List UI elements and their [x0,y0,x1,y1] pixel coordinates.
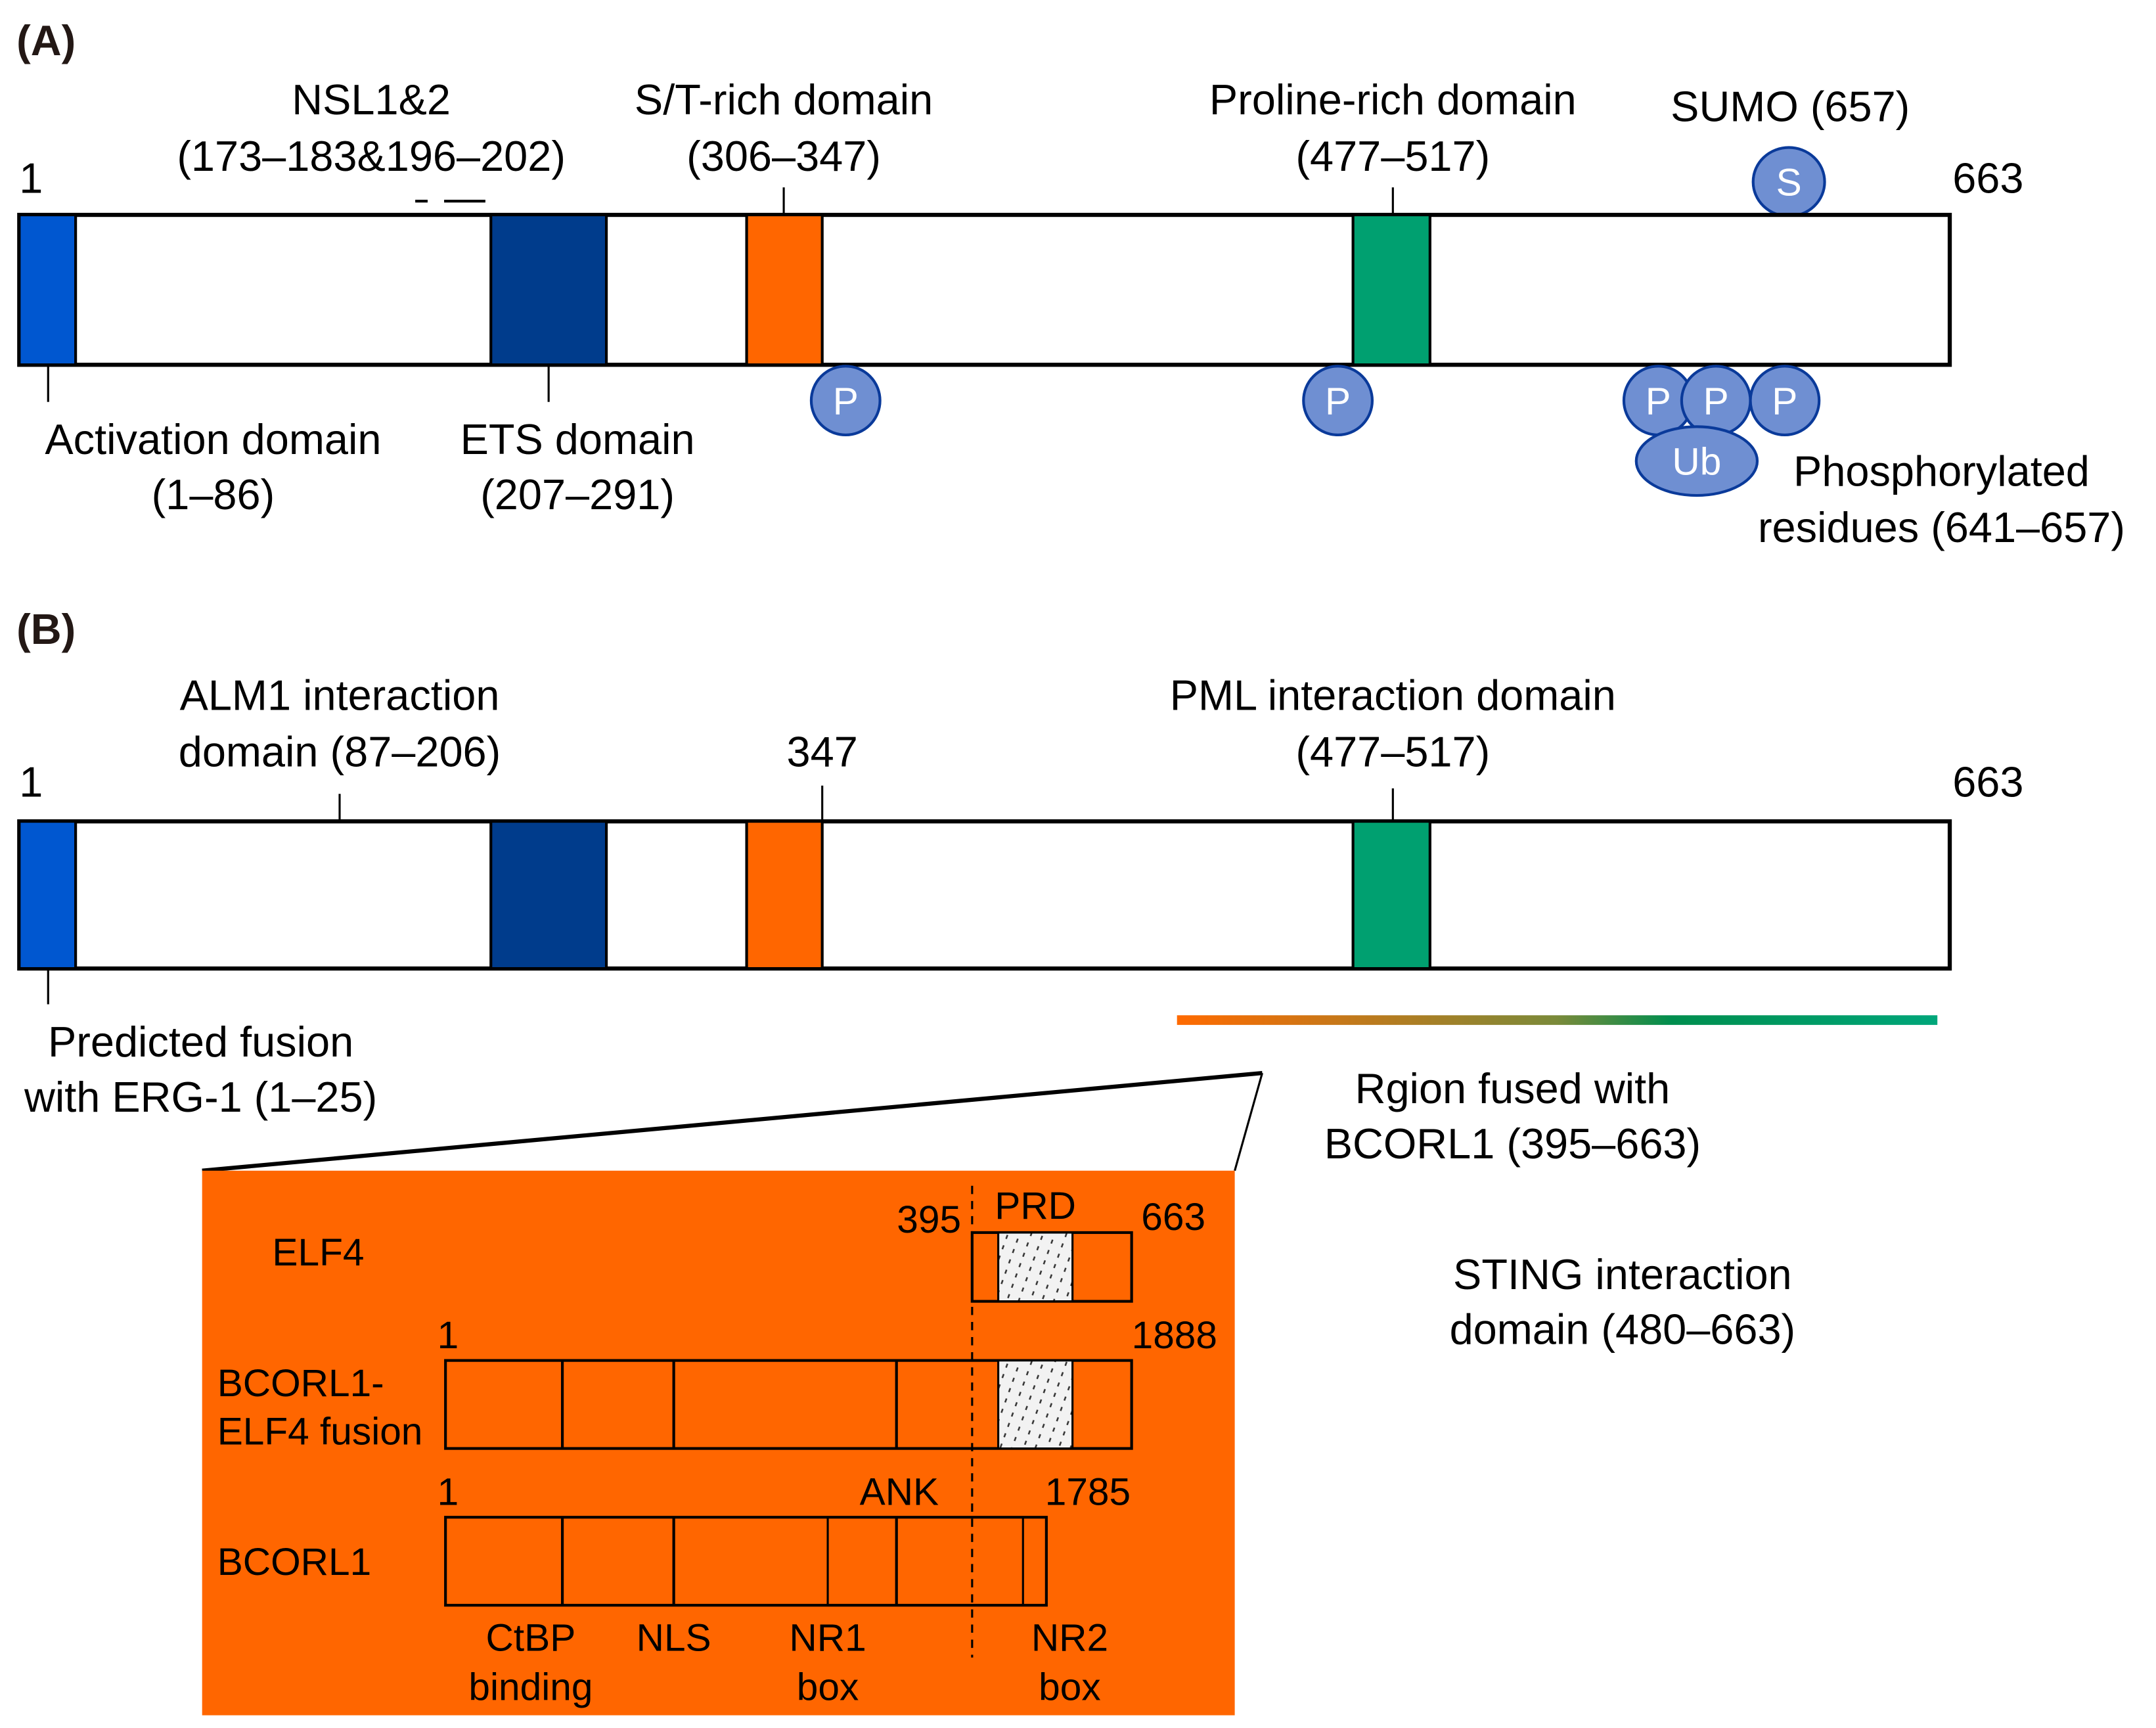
erg-label-line2: with ERG-1 (1–25) [24,1073,377,1121]
erg-label-line1: Predicted fusion [48,1018,353,1066]
st-rich-domain [745,213,824,367]
proline-rich-domain [1351,820,1431,970]
ets-label-line1: ETS domain [460,415,695,463]
st-rich-domain [745,820,824,970]
ets-label-line2: (207–291) [480,470,675,518]
end-label-a: 663 [1952,154,2023,202]
activation-domain [18,213,78,367]
svg-text:P: P [1646,380,1671,423]
end-label-b: 663 [1952,758,2023,806]
bcorl1-end-label: 1785 [1045,1470,1131,1513]
fusion-end-label: 1888 [1132,1314,1217,1357]
phospho-label-line1: Phosphorylated [1793,447,2090,495]
proline-rich-domain [1351,213,1431,367]
phospho-site-icon: P [1749,365,1821,437]
prd-label: PRD [995,1185,1076,1227]
activation-label-line2: (1–86) [152,470,275,518]
phospho-label-line2: residues (641–657) [1758,503,2125,551]
ctbp-label-line1: CtBP [486,1616,576,1659]
ets-domain [489,820,608,970]
fusion-start-label: 1 [438,1314,459,1357]
phospho-site-icon: P [1680,365,1752,437]
svg-text:P: P [1703,380,1729,423]
svg-text:S: S [1776,162,1802,204]
st-end-label: 347 [787,727,858,775]
svg-text:P: P [1772,380,1797,423]
bcorl1-start-label: 1 [438,1470,459,1513]
elf4-start-label: 395 [897,1198,961,1241]
elf4-end-label: 663 [1141,1196,1205,1239]
ubiquitin-site-icon: Ub [1634,425,1759,497]
ctbp-label-line2: binding [468,1666,593,1709]
elf4-protein-bar-a [17,212,1952,367]
elf4-row-label: ELF4 [272,1231,364,1274]
start-label-b: 1 [19,758,43,806]
svg-text:P: P [1325,380,1351,423]
phospho-site-icon: P [1302,365,1374,437]
zoom-line-right [1234,1072,1263,1171]
svg-text:Ub: Ub [1672,441,1721,484]
nsl-label-line2: (173–183&196–202) [177,132,566,180]
phospho-site-icon: P [1622,365,1694,437]
alm1-label-line1: ALM1 interaction [180,671,500,719]
fusion-bar [444,1359,1133,1450]
start-label-a: 1 [19,154,43,202]
phospho-site-icon: P [809,365,882,437]
sumo-site-icon: S [1751,146,1826,218]
sumo-label: SUMO (657) [1671,83,1910,131]
nr2-label-line2: box [1039,1666,1100,1709]
bcorl1-bar [444,1516,1048,1607]
sting-label-line2: domain (480–663) [1450,1305,1796,1353]
bcorl1-region-label-line1: Rgion fused with [1355,1064,1671,1112]
ets-domain [489,213,608,367]
zoom-line-left [202,1071,1263,1173]
prd-domain [997,1231,1074,1303]
ank-label: ANK [860,1470,939,1513]
nsl-label-line1: NSL1&2 [292,76,451,124]
fusion-row-label-line2: ELF4 fusion [217,1410,423,1453]
proline-label-line2: (477–517) [1295,132,1490,180]
sting-label-line1: STING interaction [1453,1250,1792,1298]
pml-label-line1: PML interaction domain [1170,671,1616,719]
fusion-inset: ELF4 395 PRD 663 BCORL1- ELF4 fusion 1 1… [202,1170,1235,1716]
elf4-protein-bar-b [17,819,1952,971]
activation-domain [18,820,78,970]
bcorl1-fused-region-bar [1177,1015,1938,1025]
alm1-label-line2: domain (87–206) [179,727,501,775]
panel-b-label: (B) [16,605,76,653]
svg-text:P: P [833,380,859,423]
nr2-label-line1: NR2 [1031,1616,1108,1659]
nr1-label-line1: NR1 [789,1616,866,1659]
nr1-label-line2: box [797,1666,859,1709]
st-rich-label-line2: (306–347) [686,132,881,180]
pml-label-line2: (477–517) [1295,727,1490,775]
fusion-row-label-line1: BCORL1- [217,1362,384,1405]
bcorl1-region-label-line2: BCORL1 (395–663) [1324,1120,1701,1168]
nls-label: NLS [637,1616,711,1659]
prd-domain [997,1359,1074,1450]
panel-a-label: (A) [16,16,76,64]
st-rich-label-line1: S/T-rich domain [635,76,933,124]
bcorl1-row-label: BCORL1 [217,1541,371,1583]
activation-label-line1: Activation domain [45,415,381,463]
proline-label-line1: Proline-rich domain [1209,76,1577,124]
